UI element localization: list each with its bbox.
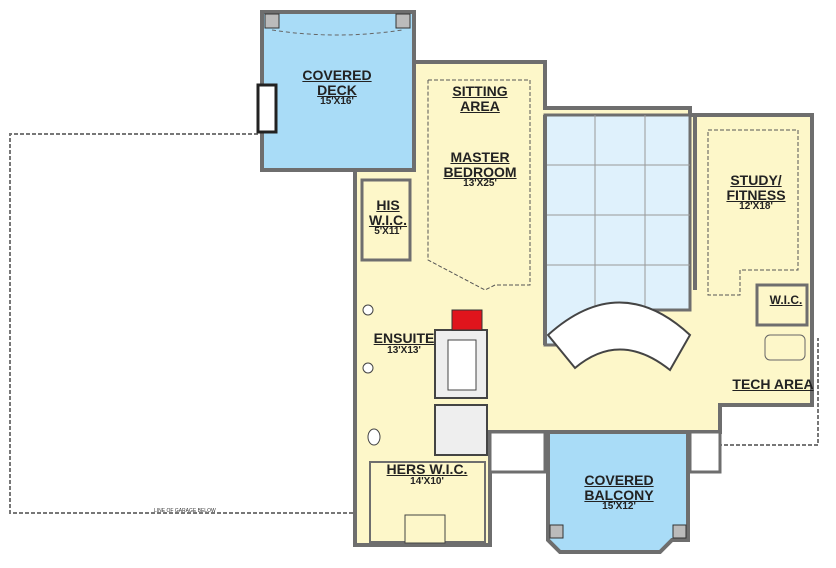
room-name: SITTING AREA	[452, 83, 508, 114]
deck-post	[395, 13, 411, 29]
garage-outline-right	[712, 338, 819, 446]
room-size: 13'X13'	[387, 344, 421, 356]
room-size: 12'X18'	[739, 201, 773, 213]
balcony-post	[672, 524, 687, 539]
room-name: TECH AREA	[732, 376, 814, 392]
room-name: COVERED DECK	[302, 67, 372, 98]
hers-wic-floor	[369, 461, 486, 543]
tub	[447, 339, 477, 391]
room-size: 15'X12'	[602, 501, 636, 513]
room-name: W.I.C.	[769, 293, 803, 307]
room-covered-balcony: COVERED BALCONY 15'X12'	[579, 473, 659, 513]
bathtub	[764, 334, 806, 361]
balcony-post	[549, 524, 564, 539]
room-size: 13'X25'	[463, 178, 497, 190]
room-name: HIS W.I.C.	[368, 197, 408, 228]
room-name: ENSUITE	[373, 330, 435, 346]
toilet	[367, 428, 381, 446]
shower-tile	[434, 404, 488, 456]
room-size: 14'X10'	[410, 475, 444, 487]
room-sitting-area: SITTING AREA	[450, 83, 510, 114]
sink	[362, 362, 374, 374]
sink	[362, 304, 374, 316]
room-name: STUDY/ FITNESS	[726, 172, 786, 203]
room-covered-deck: COVERED DECK 15'X16'	[302, 68, 372, 108]
room-name: COVERED BALCONY	[584, 472, 654, 503]
covered-balcony-floor	[546, 430, 690, 554]
room-master-bedroom: MASTER BEDROOM 13'X25'	[440, 150, 520, 190]
room-size: 15'X16'	[320, 96, 354, 108]
garage-line-note: LINE OF GARAGE BELOW	[154, 508, 216, 514]
room-wic: W.I.C.	[770, 294, 803, 307]
garage-outline	[9, 133, 360, 514]
room-ensuite: ENSUITE 13'X13'	[374, 331, 435, 356]
staircase	[546, 301, 692, 372]
room-his-wic: HIS W.I.C. 5'X11'	[368, 198, 408, 238]
room-size: 5'X11'	[374, 226, 402, 238]
deck-post	[264, 13, 280, 29]
his-wic-floor	[360, 178, 412, 262]
room-name: HERS W.I.C.	[386, 461, 468, 477]
wic-closet	[755, 283, 809, 327]
room-tech-area: TECH AREA	[732, 377, 813, 392]
room-name: MASTER BEDROOM	[443, 149, 517, 180]
grill	[256, 83, 278, 134]
covered-deck-floor	[260, 10, 416, 172]
fireplace	[451, 309, 483, 331]
room-study-fitness: STUDY/ FITNESS 12'X18'	[726, 173, 786, 213]
room-hers-wic: HERS W.I.C. 14'X10'	[387, 462, 468, 487]
